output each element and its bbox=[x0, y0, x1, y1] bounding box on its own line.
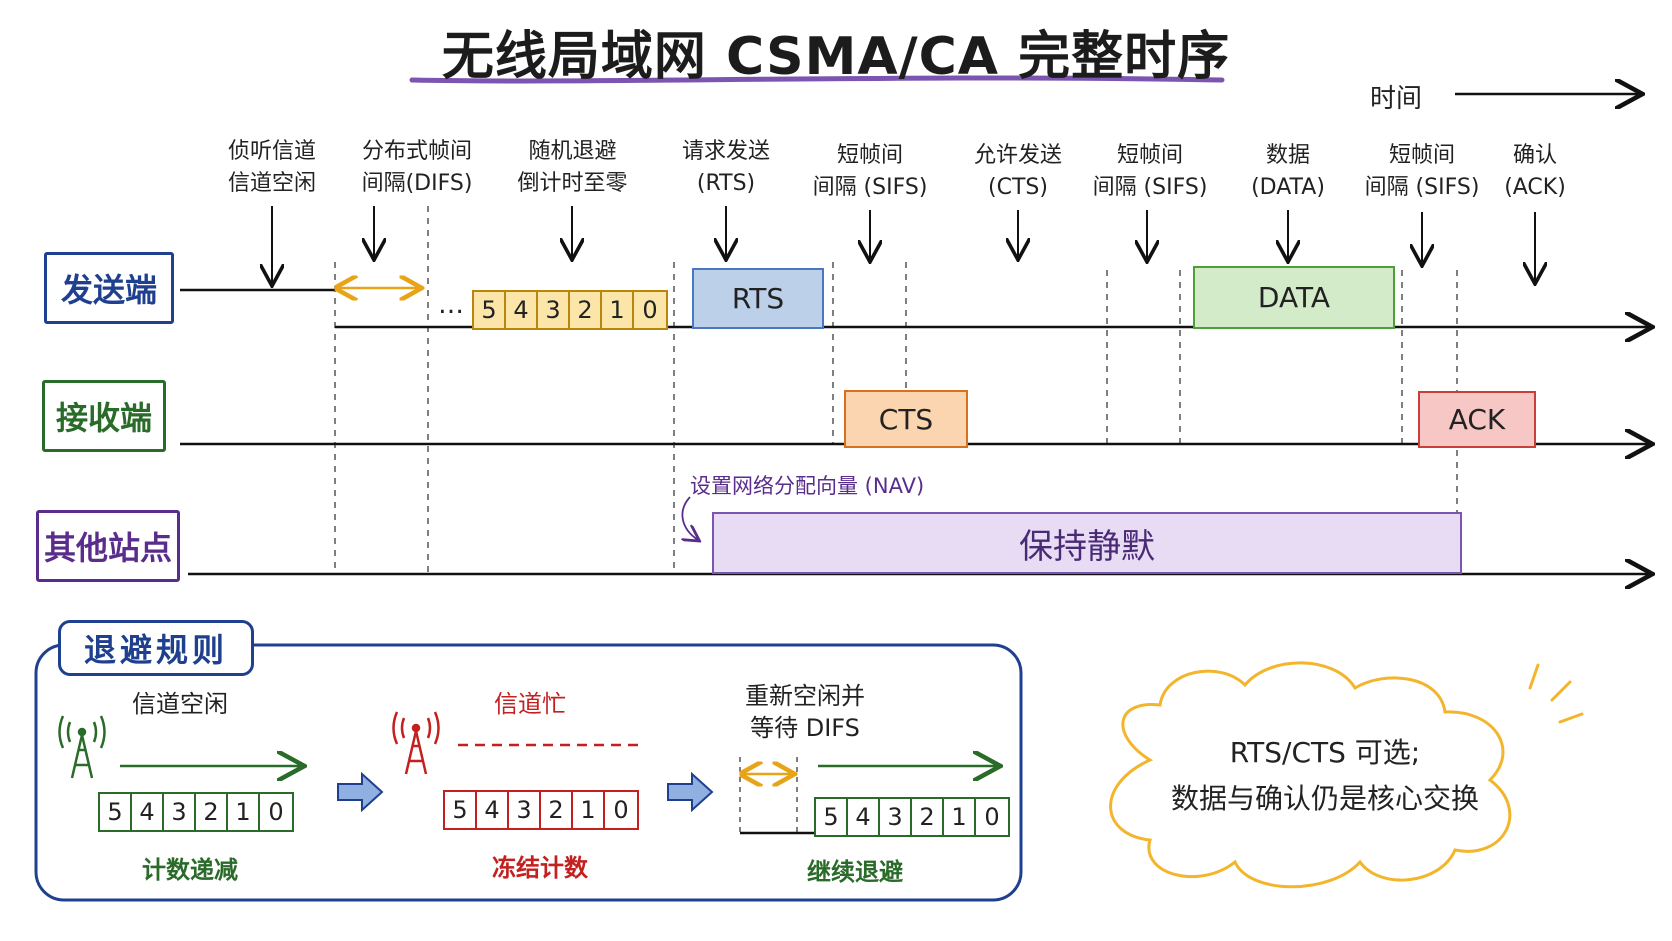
nav-arrow bbox=[682, 496, 698, 540]
note-text: RTS/CTS 可选; 数据与确认仍是核心交换 bbox=[1130, 730, 1520, 822]
data-frame: DATA bbox=[1193, 266, 1395, 329]
rule1-top-label: 信道空闲 bbox=[132, 690, 228, 718]
countdown-cell: 2 bbox=[541, 792, 573, 828]
rule2-countdown: 5 4 3 2 1 0 bbox=[443, 790, 639, 830]
rts-frame: RTS bbox=[692, 268, 824, 329]
countdown-cell: 1 bbox=[602, 292, 634, 328]
countdown-cell: 0 bbox=[642, 296, 658, 324]
countdown-cell: 5 bbox=[445, 792, 477, 828]
note-line-1: RTS/CTS 可选; bbox=[1229, 736, 1421, 769]
countdown-cell: 3 bbox=[880, 799, 912, 835]
cloud-sparkle bbox=[1528, 663, 1584, 724]
lane-receiver: 接收端 bbox=[42, 380, 166, 452]
countdown-cell: 4 bbox=[506, 292, 538, 328]
countdown-cell: 0 bbox=[984, 803, 1000, 831]
countdown-cell: 5 bbox=[816, 799, 848, 835]
title-underline bbox=[409, 75, 1225, 84]
phase-pointer-arrows bbox=[272, 206, 1535, 284]
rule2-bottom-label: 冻结计数 bbox=[492, 854, 588, 882]
countdown-cell: 4 bbox=[848, 799, 880, 835]
countdown-cell: 1 bbox=[944, 799, 976, 835]
backoff-ellipsis: … bbox=[438, 290, 464, 320]
countdown-cell: 3 bbox=[538, 292, 570, 328]
rule2-top-label: 信道忙 bbox=[494, 690, 566, 718]
antenna-icon-green bbox=[58, 715, 106, 779]
lane-others: 其他站点 bbox=[36, 510, 180, 582]
phase-label-difs: 分布式帧间间隔(DIFS) bbox=[361, 139, 473, 196]
rule3-top-label: 重新空闲并 等待 DIFS bbox=[745, 682, 865, 742]
backoff-rules-title: 退避规则 bbox=[58, 620, 254, 676]
phase-label-cts: 允许发送(CTS) bbox=[973, 143, 1062, 200]
phase-label-data: 数据(DATA) bbox=[1251, 143, 1325, 200]
rule3-difs-wait bbox=[739, 757, 815, 835]
rule3-bottom-label: 继续退避 bbox=[807, 858, 903, 886]
ack-frame: ACK bbox=[1418, 391, 1536, 448]
lane-sender: 发送端 bbox=[44, 252, 174, 324]
countdown-cell: 2 bbox=[570, 292, 602, 328]
nav-label: 设置网络分配向量 (NAV) bbox=[690, 474, 925, 498]
phase-label-sifs-3: 短帧间间隔 (SIFS) bbox=[1364, 143, 1480, 200]
countdown-cell: 4 bbox=[477, 792, 509, 828]
backoff-panel-frame bbox=[34, 643, 1023, 902]
countdown-cell: 5 bbox=[474, 292, 506, 328]
countdown-cell: 1 bbox=[228, 794, 260, 830]
time-axis-label: 时间 bbox=[1370, 84, 1423, 114]
note-line-2: 数据与确认仍是核心交换 bbox=[1170, 782, 1479, 815]
antenna-icon-red bbox=[392, 711, 440, 775]
phase-label-sifs-1: 短帧间间隔 (SIFS) bbox=[812, 143, 928, 200]
countdown-cell: 2 bbox=[196, 794, 228, 830]
phase-label-sifs-2: 短帧间间隔 (SIFS) bbox=[1092, 143, 1208, 200]
note-cloud bbox=[1109, 661, 1512, 889]
countdown-cell: 0 bbox=[268, 798, 284, 826]
countdown-cell: 1 bbox=[573, 792, 605, 828]
phase-label-backoff: 随机退避倒计时至零 bbox=[517, 139, 628, 196]
countdown-cell: 3 bbox=[164, 794, 196, 830]
rule1-countdown: 5 4 3 2 1 0 bbox=[98, 792, 294, 832]
countdown-cell: 0 bbox=[613, 796, 629, 824]
countdown-cell: 5 bbox=[100, 794, 132, 830]
page-title: 无线局域网 CSMA/CA 完整时序 bbox=[441, 27, 1231, 87]
rule1-bottom-label: 计数递减 bbox=[142, 856, 238, 884]
backoff-countdown: 5 4 3 2 1 0 bbox=[472, 290, 668, 330]
phase-label-ack: 确认(ACK) bbox=[1504, 143, 1566, 200]
phase-label-listen: 侦听信道信道空闲 bbox=[227, 139, 316, 196]
block-arrow-1 bbox=[337, 771, 384, 813]
countdown-cell: 3 bbox=[509, 792, 541, 828]
nav-silence-block: 保持静默 bbox=[712, 512, 1462, 574]
countdown-cell: 4 bbox=[132, 794, 164, 830]
cts-frame: CTS bbox=[844, 390, 968, 448]
block-arrow-2 bbox=[667, 771, 714, 813]
phase-label-rts: 请求发送(RTS) bbox=[681, 139, 770, 196]
countdown-cell: 2 bbox=[912, 799, 944, 835]
rule3-countdown: 5 4 3 2 1 0 bbox=[814, 797, 1010, 837]
